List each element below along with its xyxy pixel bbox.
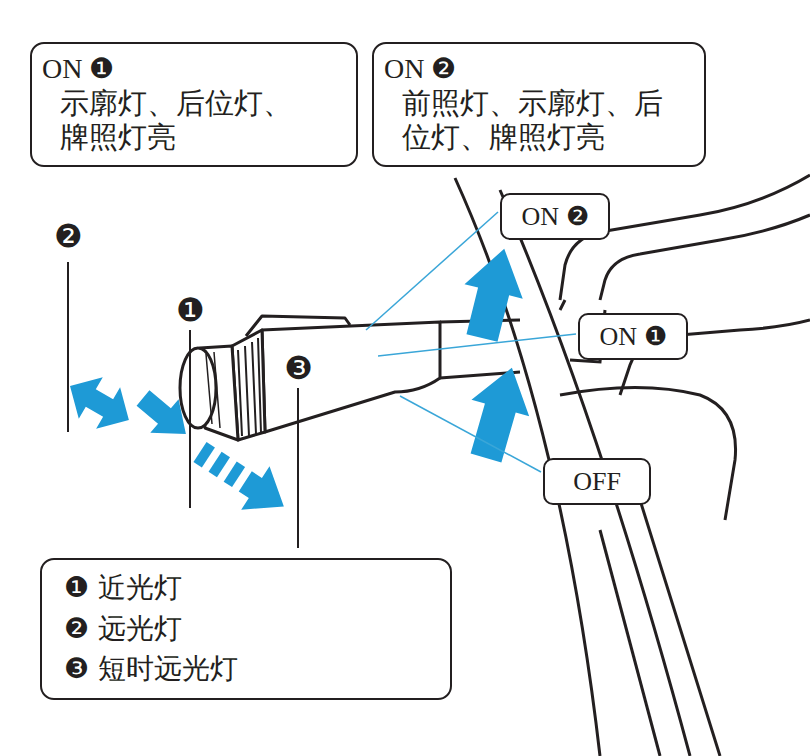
column-cover — [600, 215, 810, 300]
state-box: ON ❶示廓灯、后位灯、牌照灯亮 — [30, 42, 358, 167]
position-tag: ON ❷ — [500, 193, 610, 240]
double-arrow — [58, 365, 141, 441]
position-tag: ON ❶ — [578, 313, 688, 360]
end-cap-grooves — [206, 352, 220, 428]
callout-line — [297, 388, 299, 548]
state-box: ON ❷前照灯、示廓灯、后位灯、牌照灯亮 — [372, 42, 706, 167]
flash-head — [231, 460, 298, 529]
up-arrow — [453, 241, 533, 345]
callout-lines — [68, 262, 298, 548]
key-box: ❶ 近光灯❷ 远光灯❸ 短时远光灯 — [40, 558, 452, 700]
flash-arrow — [186, 430, 298, 528]
leader-lines — [366, 212, 576, 472]
knurling — [238, 338, 261, 436]
callout-line — [67, 262, 69, 432]
column-edge — [640, 500, 720, 756]
callout-number: ❶ — [176, 294, 205, 326]
flash-dash — [209, 452, 230, 478]
box-heading: ON ❷ — [384, 52, 694, 86]
tag-text: ON ❷ — [521, 201, 588, 232]
key-entry: ❶ 近光灯 — [64, 568, 438, 609]
tag-text: ON ❶ — [599, 321, 666, 352]
leader-line — [366, 212, 498, 330]
column-edge — [600, 530, 660, 756]
box-heading: ON ❶ — [42, 52, 346, 86]
motion-arrows — [58, 241, 541, 528]
leader-line — [400, 396, 541, 472]
flash-dash — [224, 462, 245, 488]
position-tag: OFF — [543, 458, 651, 505]
box-body: 示廓灯、后位灯、牌照灯亮 — [60, 86, 312, 156]
callout-number: ❷ — [54, 220, 83, 252]
box-body: 前照灯、示廓灯、后位灯、牌照灯亮 — [402, 86, 684, 156]
stalk-body — [262, 322, 440, 432]
key-entry: ❷ 远光灯 — [64, 609, 438, 650]
leader-line — [378, 334, 576, 356]
up-arrow — [457, 359, 541, 466]
key-entry: ❸ 短时远光灯 — [64, 649, 438, 690]
wheel-rim-inner — [500, 190, 690, 756]
tag-text: OFF — [573, 466, 621, 497]
callout-number: ❸ — [284, 352, 313, 384]
flash-dash — [193, 442, 214, 468]
callout-line — [189, 330, 191, 508]
